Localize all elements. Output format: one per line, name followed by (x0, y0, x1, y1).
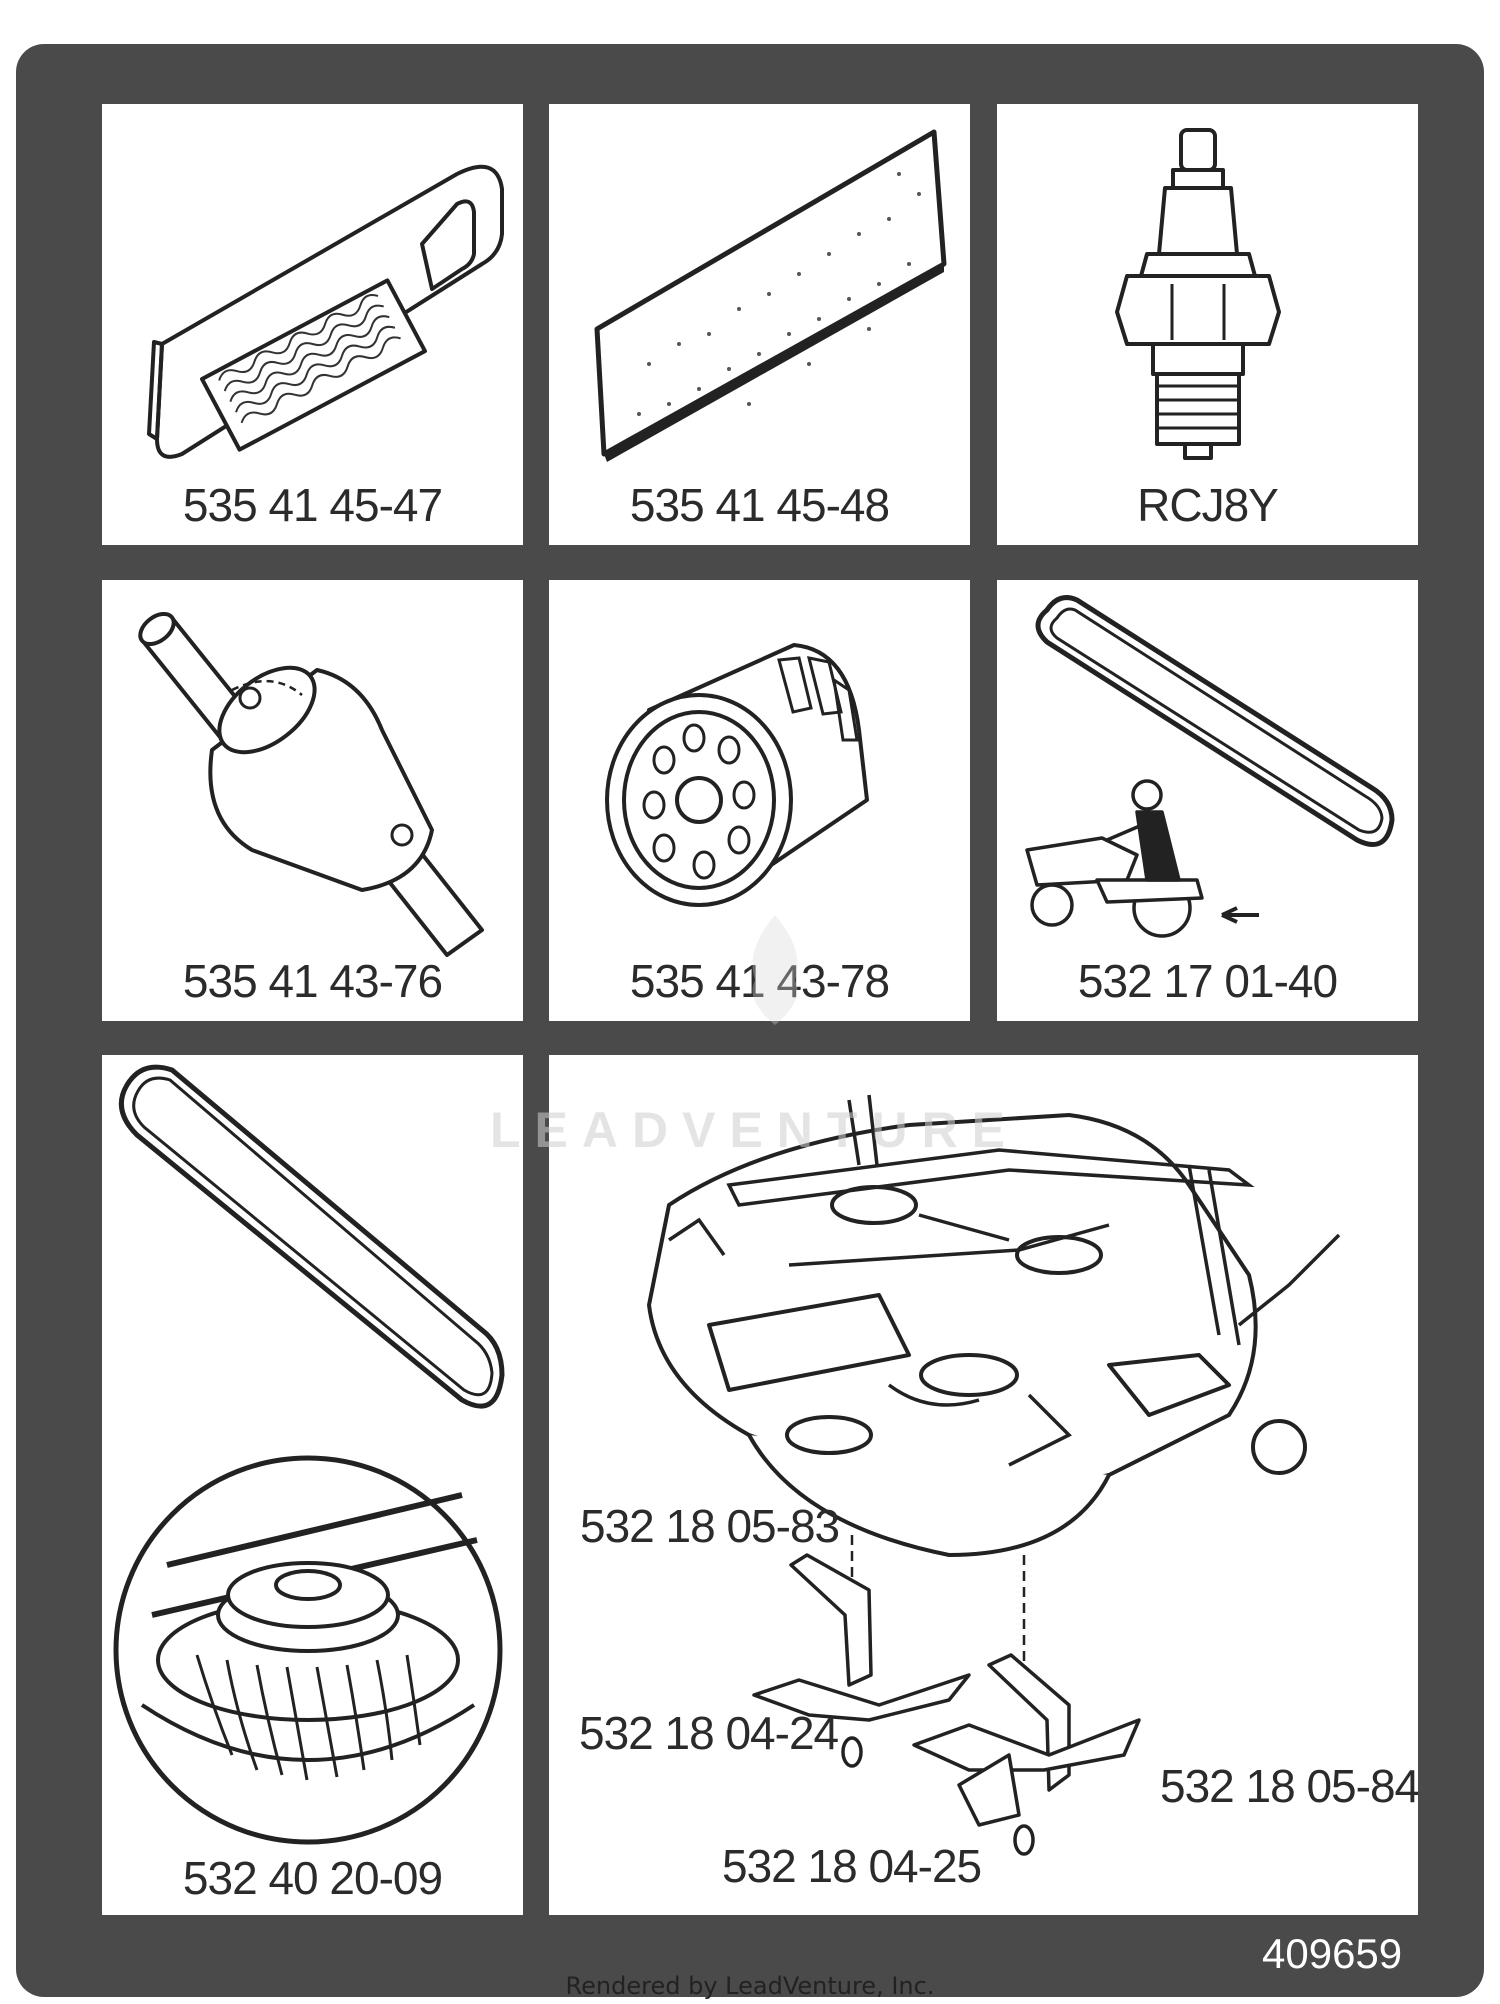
watermark-text: LEADVENTURE (490, 1102, 1020, 1158)
part-number-adapter-right: 532 18 04-25 (722, 1840, 982, 1892)
panel-drive-belt: 532 17 01-40 (997, 580, 1418, 1021)
part-number-air-filter: 535 41 45-47 (182, 479, 443, 531)
riding-mower-icon (1025, 779, 1204, 938)
part-number-pre-filter: 535 41 45-48 (629, 479, 890, 531)
pre-filter-icon (594, 129, 947, 462)
air-filter-icon (147, 164, 504, 459)
drive-belt-icon (1025, 595, 1395, 938)
mower-deck-icon (647, 1094, 1341, 1856)
part-number-blade-right: 532 18 05-84 (1160, 1760, 1418, 1812)
panel-spark-plug: RCJ8Y (997, 104, 1418, 545)
panel-oil-filter: 535 41 43-78 (549, 580, 970, 1021)
part-number-oil-filter: 535 41 43-78 (629, 955, 890, 1007)
deck-belt-icon (113, 1064, 505, 1845)
part-number-adapter-left: 532 18 04-24 (579, 1707, 839, 1759)
watermark-logo-icon (752, 915, 798, 1025)
part-number-fuel-filter: 535 41 43-76 (182, 955, 443, 1007)
footer-credit: Rendered by LeadVenture, Inc. (565, 1972, 935, 2000)
spark-plug-icon (1115, 128, 1281, 460)
part-number-drive-belt: 532 17 01-40 (1077, 955, 1338, 1007)
panel-mower-deck: 532 18 05-83 532 18 04-24 532 18 05-84 5… (549, 1055, 1418, 1915)
panel-air-filter: 535 41 45-47 (102, 104, 523, 545)
part-number-blade-left: 532 18 05-83 (580, 1500, 840, 1552)
part-number-deck-belt-pulley: 532 40 20-09 (182, 1852, 443, 1904)
pulley-icon (113, 1455, 503, 1845)
panel-pre-filter: 535 41 45-48 (549, 104, 970, 545)
panel-deck-belt-pulley: 532 40 20-09 (102, 1055, 523, 1915)
document-number: 409659 (1262, 1930, 1403, 1977)
oil-filter-icon (605, 643, 869, 907)
panel-fuel-filter: 535 41 43-76 (102, 580, 523, 1021)
fuel-filter-icon (138, 611, 484, 957)
part-number-spark-plug: RCJ8Y (1137, 479, 1279, 531)
blade-icon (752, 1553, 1141, 1856)
